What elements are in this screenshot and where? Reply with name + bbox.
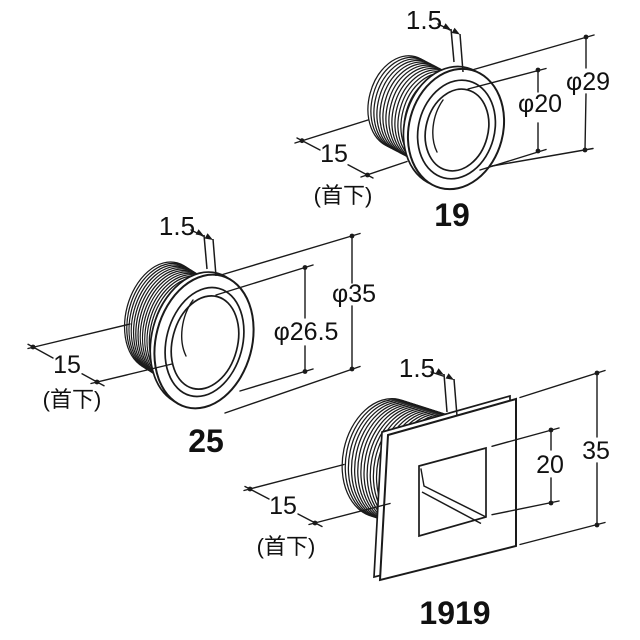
caption-25: 25 [188, 423, 224, 459]
caption-19: 19 [434, 197, 470, 233]
hole-25 [170, 295, 240, 390]
dims-19: 1.5 φ20 φ29 15 (首下) [294, 5, 610, 208]
dim-thread-length-1919: 15 [269, 492, 297, 520]
part-19: 1.5 φ20 φ29 15 (首下) [294, 5, 610, 233]
dim-inner-diameter-19: φ20 [518, 90, 562, 118]
dims-25: 1.5 φ26.5 φ35 15 (首下) [27, 211, 376, 414]
dim-inner-height-1919: 20 [536, 451, 564, 479]
dim-thread-length-19: 15 [320, 140, 348, 168]
hole-lip-arc-19 [432, 99, 444, 153]
dim-outer-diameter-19: φ29 [566, 68, 610, 96]
hole-diagonal-2-1919 [421, 491, 482, 525]
dim-outer-height-1919: 35 [582, 437, 610, 465]
hole-19 [424, 88, 490, 172]
under-neck-note-19: (首下) [314, 183, 373, 208]
dims-1919: 1.5 20 35 15 (首下) [243, 353, 610, 559]
dim-flange-thickness-1919: 1.5 [399, 353, 435, 383]
dim-flange-thickness-19: 1.5 [406, 5, 442, 35]
part-25: 1.5 φ26.5 φ35 15 (首下) [27, 211, 376, 459]
caption-1919: 1919 [419, 595, 490, 631]
hole-lip-arc-25 [181, 299, 194, 357]
dim-outer-diameter-25: φ35 [332, 280, 376, 308]
dim-thread-length-25: 15 [53, 351, 81, 379]
hole-wall-edge-1919 [420, 468, 425, 487]
part-1919: 1.5 20 35 15 (首下) 19 [243, 353, 610, 631]
dim-flange-thickness-25: 1.5 [159, 211, 195, 241]
dim-inner-diameter-25: φ26.5 [274, 318, 339, 346]
hole-diagonal-1-1919 [423, 485, 487, 518]
under-neck-note-1919: (首下) [257, 534, 316, 559]
under-neck-note-25: (首下) [43, 387, 102, 412]
